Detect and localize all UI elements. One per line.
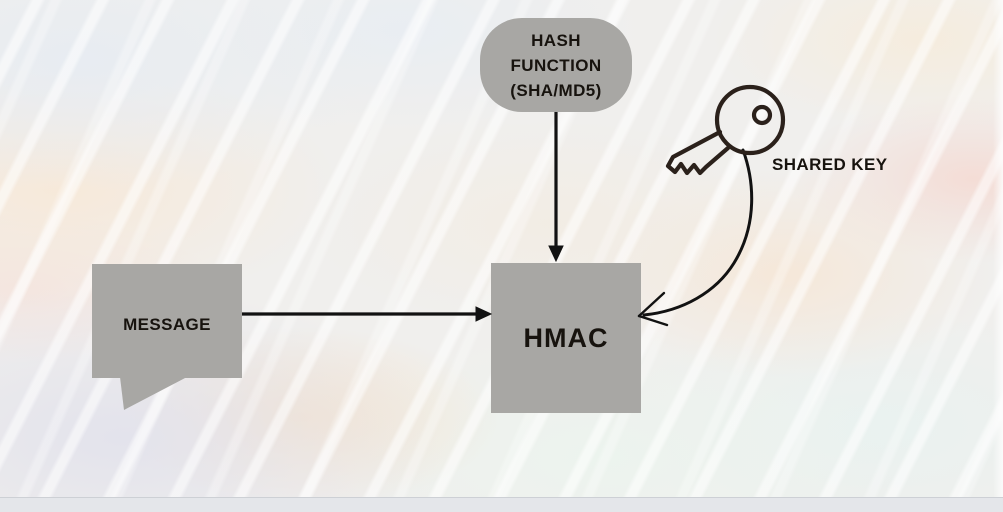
- message-node: MESSAGE: [92, 264, 242, 378]
- footer-bar: [0, 497, 1003, 512]
- hmac-node: HMAC: [491, 263, 641, 413]
- hmac-label: HMAC: [523, 322, 609, 353]
- right-edge-highlight: [993, 0, 1003, 497]
- message-label: MESSAGE: [123, 315, 211, 334]
- hash-function-label-line2: FUNCTION: [510, 55, 602, 75]
- hash-function-node: HASH FUNCTION (SHA/MD5): [480, 18, 632, 112]
- shared-key-label: SHARED KEY: [772, 155, 888, 174]
- hash-function-label-line3: (SHA/MD5): [510, 80, 602, 100]
- hash-function-label-line1: HASH: [531, 30, 581, 50]
